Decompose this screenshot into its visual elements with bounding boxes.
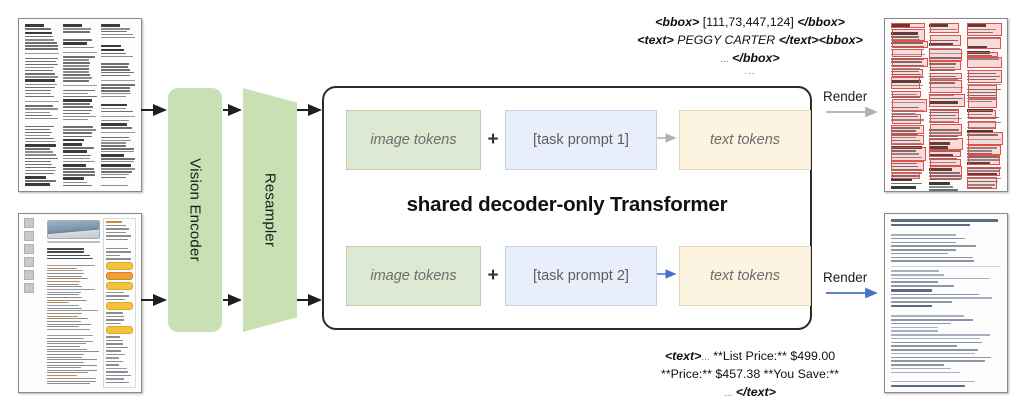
text-tokens-box-row2: text tokens [679,246,811,306]
annotation-top-line3: ... </bbox> [600,50,900,68]
ellipsis-top: ... [720,53,729,65]
bbox-coords: [111,73,447,124] [699,15,798,29]
annotation-top-line2: <text> PEGGY CARTER </text><bbox> [600,32,900,50]
annotation-top-trailing-dots: ... [744,66,756,77]
resampler-block: Resampler [243,88,297,332]
vision-encoder-label: Vision Encoder [186,158,204,262]
price-and-save-value: **Price:** $457.38 **You Save:** [661,366,839,381]
bbox-close-tag: </bbox> [797,15,845,29]
render-label-top: Render [823,89,868,104]
vision-encoder-block: Vision Encoder [168,88,222,332]
annotation-bottom: <text>... **List Price:** $499.00 **Pric… [600,348,900,402]
input-document-thumbnail [18,18,142,192]
text-close-tag-bottom: </text> [735,384,776,399]
annotation-top-line1: <bbox> [111,73,447,124] </bbox> [600,14,900,32]
text-close-tag: </text> [778,32,819,47]
plus-symbol-row2: + [487,265,499,286]
image-tokens-box-row1: image tokens [346,110,481,170]
shared-transformer-container: image tokens + [task prompt 1] text toke… [322,86,812,330]
text-tokens-box-row1: text tokens [679,110,811,170]
resampler-label: Resampler [261,172,279,248]
image-tokens-box-row2: image tokens [346,246,481,306]
output-bbox-document-thumbnail [884,18,1008,192]
annotation-bottom-line3: ... </text> [600,384,900,402]
bbox-close-tag-2: </bbox> [732,50,780,65]
annotation-bottom-line1: <text>... **List Price:** $499.00 [600,348,900,366]
text-open-tag-bottom: <text> [664,349,702,363]
ellipsis-bottom-2: ... [724,387,733,399]
annotation-top: <bbox> [111,73,447,124] </bbox> <text> P… [600,14,900,68]
input-webpage-thumbnail [18,213,142,393]
bbox-open-tag: <bbox> [655,15,700,29]
ellipsis-bottom-1: ... [701,352,710,363]
text-value-peggy-carter: PEGGY CARTER [673,32,779,47]
plus-symbol-row1: + [487,129,499,150]
output-markdown-thumbnail [884,213,1008,393]
task-prompt-box-row2: [task prompt 2] [505,246,657,306]
annotation-bottom-line2: **Price:** $457.38 **You Save:** [600,366,900,384]
list-price-value: **List Price:** $499.00 [709,349,836,363]
transformer-title: shared decoder-only Transformer [406,193,728,216]
bbox-open-tag-2: <bbox> [818,32,863,47]
text-open-tag: <text> [637,32,674,47]
render-label-bottom: Render [823,270,868,285]
task-prompt-box-row1: [task prompt 1] [505,110,657,170]
